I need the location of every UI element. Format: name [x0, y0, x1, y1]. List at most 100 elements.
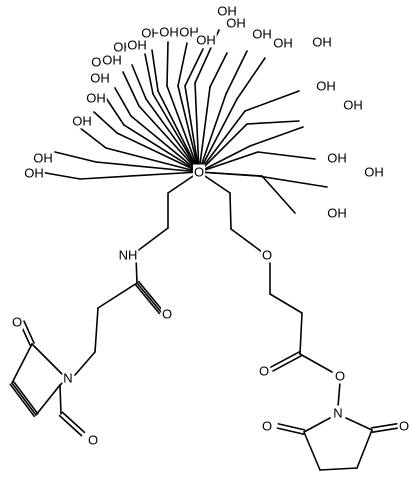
linker-bond	[299, 353, 333, 373]
hydroxyl-label-backdrop	[23, 165, 45, 181]
hydroxyl-label: OH	[33, 151, 53, 166]
linker-bond	[337, 381, 341, 408]
amide-carbonyl-oxygen-label-backdrop	[160, 306, 174, 322]
succinimide-ring-bond	[303, 431, 321, 471]
succinimide-right-oxygen-label-backdrop	[397, 418, 411, 434]
maleimide-bottom-oxygen-label-backdrop	[86, 432, 100, 448]
hydroxyethyl-arm-bond	[130, 115, 200, 173]
hydroxyethyl-arm-bond	[257, 151, 316, 160]
hydroxyl-label-backdrop	[363, 164, 385, 180]
hydroxyl-label-backdrop	[101, 52, 123, 68]
linker-bond	[94, 307, 99, 353]
hydroxyethyl-arm-bond	[177, 85, 200, 173]
hydroxyl-label-backdrop	[126, 37, 148, 53]
maleimide-bottom-oxygen-label: O	[88, 433, 98, 448]
hydroxyl-label: OH	[217, 4, 237, 19]
hydroxyl-label: OH	[24, 166, 44, 181]
succinimide-carbonyl-bond	[370, 423, 398, 429]
maleimide-carbonyl-bond	[61, 411, 86, 434]
maleimide-nitrogen-label: N	[63, 371, 72, 386]
hydroxyl-label-backdrop	[140, 25, 162, 41]
hydroxyl-label-backdrop	[315, 78, 337, 94]
hydroxyl-label-backdrop	[32, 150, 54, 166]
linker-bond	[136, 282, 162, 313]
amide-nh-label-backdrop	[117, 247, 139, 263]
hydroxyethyl-arm-bond	[166, 41, 169, 87]
ester-carbonyl-oxygen-label: O	[259, 364, 269, 379]
hydroxyethyl-arm-bond	[198, 123, 248, 173]
maleimide-carbonyl-bond	[23, 320, 35, 344]
hydroxyl-label-backdrop	[272, 35, 294, 51]
succinimide-carbonyl-bond	[276, 427, 305, 435]
ester-carbonyl-bond	[272, 355, 302, 372]
hydroxyethyl-arm-bond	[198, 110, 246, 173]
ester-carbonyl-oxygen-label-backdrop	[257, 363, 271, 379]
hydroxyl-label-backdrop	[71, 113, 93, 129]
hydroxyl-label: OH	[316, 79, 336, 94]
linker-bond	[269, 293, 303, 314]
hydroxyethyl-arm-bond	[209, 52, 228, 88]
hydroxyl-label-backdrop	[89, 70, 111, 86]
succinimide-ring-bond	[356, 429, 373, 469]
maleimide-alkene-bond	[12, 380, 39, 415]
succinimide-ring-bond	[345, 417, 373, 431]
hydroxyethyl-arm-bond	[261, 175, 296, 214]
hydroxyethyl-arm-bond	[198, 86, 211, 173]
hydroxyethyl-arm-bond	[151, 49, 159, 92]
carbonyl-bond	[137, 280, 164, 312]
hydroxyethyl-arm-bond	[79, 171, 200, 180]
hydroxyl-label-backdrop	[251, 26, 273, 42]
hydroxyethyl-arm-bond	[138, 105, 200, 173]
linker-bond	[230, 228, 263, 253]
succinimide-carbonyl-bond	[371, 427, 399, 433]
hydroxyl-label: OH	[343, 98, 363, 113]
hydroxyethyl-arm-bond	[246, 120, 300, 125]
carbonyl-bond	[134, 283, 161, 315]
succinimide-left-oxygen-label: O	[262, 419, 272, 434]
hydroxyethyl-arm-bond	[131, 64, 147, 100]
maleimide-nitrogen-label-backdrop	[62, 370, 74, 386]
hydroxyl-label: OH	[179, 25, 199, 40]
linker-bond	[299, 312, 303, 355]
central-oxygen-label-backdrop	[192, 164, 206, 180]
hydroxyl-label-backdrop	[311, 34, 333, 50]
hydroxyl-label-backdrop	[225, 15, 247, 31]
hydroxyethyl-arm-bond	[225, 50, 248, 95]
hydroxyl-label-backdrop	[195, 32, 217, 48]
succinimide-ring-bond	[319, 467, 358, 471]
hydroxyl-label-backdrop	[158, 24, 180, 40]
linker-bond	[135, 227, 169, 253]
maleimide-ring-bond	[35, 384, 61, 416]
ester-oxygen-label-backdrop	[333, 368, 347, 384]
ether-oxygen-label-backdrop	[260, 247, 274, 263]
hydroxyethyl-arm-bond	[198, 98, 238, 173]
hydroxyethyl-arm-bond	[39, 171, 81, 180]
hydroxyl-label: OH	[102, 53, 122, 68]
hydroxyethyl-arm-bond	[184, 48, 204, 87]
hydroxyl-label: OH	[90, 71, 110, 86]
ester-carbonyl-bond	[270, 351, 300, 368]
hydroxyl-label: OH	[127, 38, 147, 53]
hydroxyethyl-arm-bond	[105, 147, 200, 173]
hydroxyethyl-arm-bond	[249, 126, 304, 147]
hydroxyl-label-backdrop	[216, 3, 238, 19]
hydroxyl-label: OH	[72, 114, 92, 129]
hydroxyethyl-arm-bond	[93, 111, 118, 134]
amide-nh-label: NH	[119, 248, 138, 263]
hydroxyethyl-arm-bond	[194, 82, 200, 173]
hydroxyl-label: OH	[226, 16, 246, 31]
amide-carbonyl-oxygen-label: O	[162, 307, 172, 322]
hydroxyl-label: OH	[364, 165, 384, 180]
hydroxyl-label-backdrop	[326, 205, 348, 221]
hydroxyethyl-arm-bond	[198, 145, 251, 173]
hydroxyl-label: OH	[159, 25, 179, 40]
hydroxyethyl-arm-bond	[244, 90, 300, 112]
maleimide-ring-bond	[31, 343, 63, 375]
maleimide-ring-bond	[59, 384, 62, 415]
hydroxyethyl-arm-bond	[152, 93, 200, 173]
hydroxyethyl-arm-bond	[198, 93, 227, 173]
hydroxyethyl-arm-bond	[184, 85, 200, 173]
maleimide-top-oxygen-label-backdrop	[10, 314, 24, 330]
